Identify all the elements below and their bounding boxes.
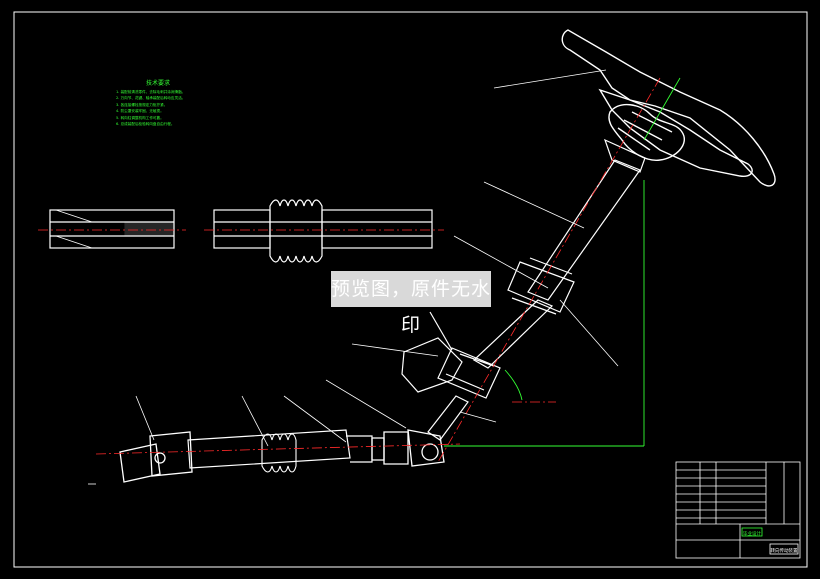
technical-note-line: 1. 装配前清洗零件，去除毛刺并涂润滑脂。: [116, 90, 186, 94]
technical-note-line: 4. 防尘罩安装牢固，无破损。: [116, 109, 164, 114]
steering-column-lower: [472, 299, 554, 369]
intermediate-shaft: [427, 395, 469, 441]
title-block: [675, 461, 801, 559]
drive-shaft: [187, 429, 373, 469]
steering-wheel-icon: [561, 29, 776, 187]
stamp-box: [741, 527, 763, 537]
drawing-border: [13, 11, 808, 568]
centerlines: [38, 77, 661, 463]
bellows-icon: [261, 433, 297, 473]
leader-lines: [88, 69, 619, 485]
technical-note-line: 6. 总成装配后检验转向盘自由行程。: [116, 122, 175, 127]
detail-view-1: [49, 209, 175, 249]
technical-notes: 技术要求 1. 装配前清洗零件，去除毛刺并涂润滑脂。 2. 万向节、花键、轴承装…: [116, 78, 185, 127]
technical-notes-title: 技术要求: [146, 80, 171, 87]
technical-note-line: 2. 万向节、花键、轴承装配后转动应灵活。: [116, 96, 186, 101]
drawing-name-box: [769, 543, 799, 555]
column-clamp: [507, 257, 575, 315]
gear-box: [401, 311, 463, 393]
title-block-drawing-name: 转向传动装置: [771, 547, 798, 554]
detail-view-2: [213, 199, 433, 263]
left-yoke: [119, 431, 193, 483]
title-block-stamp: 毕业设计: [743, 530, 761, 537]
watermark-banner: 预览图，原件无水印: [331, 271, 491, 336]
technical-note-line: 5. 转向柱调整机构工作可靠。: [116, 115, 164, 120]
steering-column: [527, 138, 646, 301]
column-mount: [437, 347, 501, 399]
technical-note-line: 3. 各连接螺栓按规定力矩拧紧。: [116, 102, 168, 107]
dimension-lines: [444, 77, 681, 447]
